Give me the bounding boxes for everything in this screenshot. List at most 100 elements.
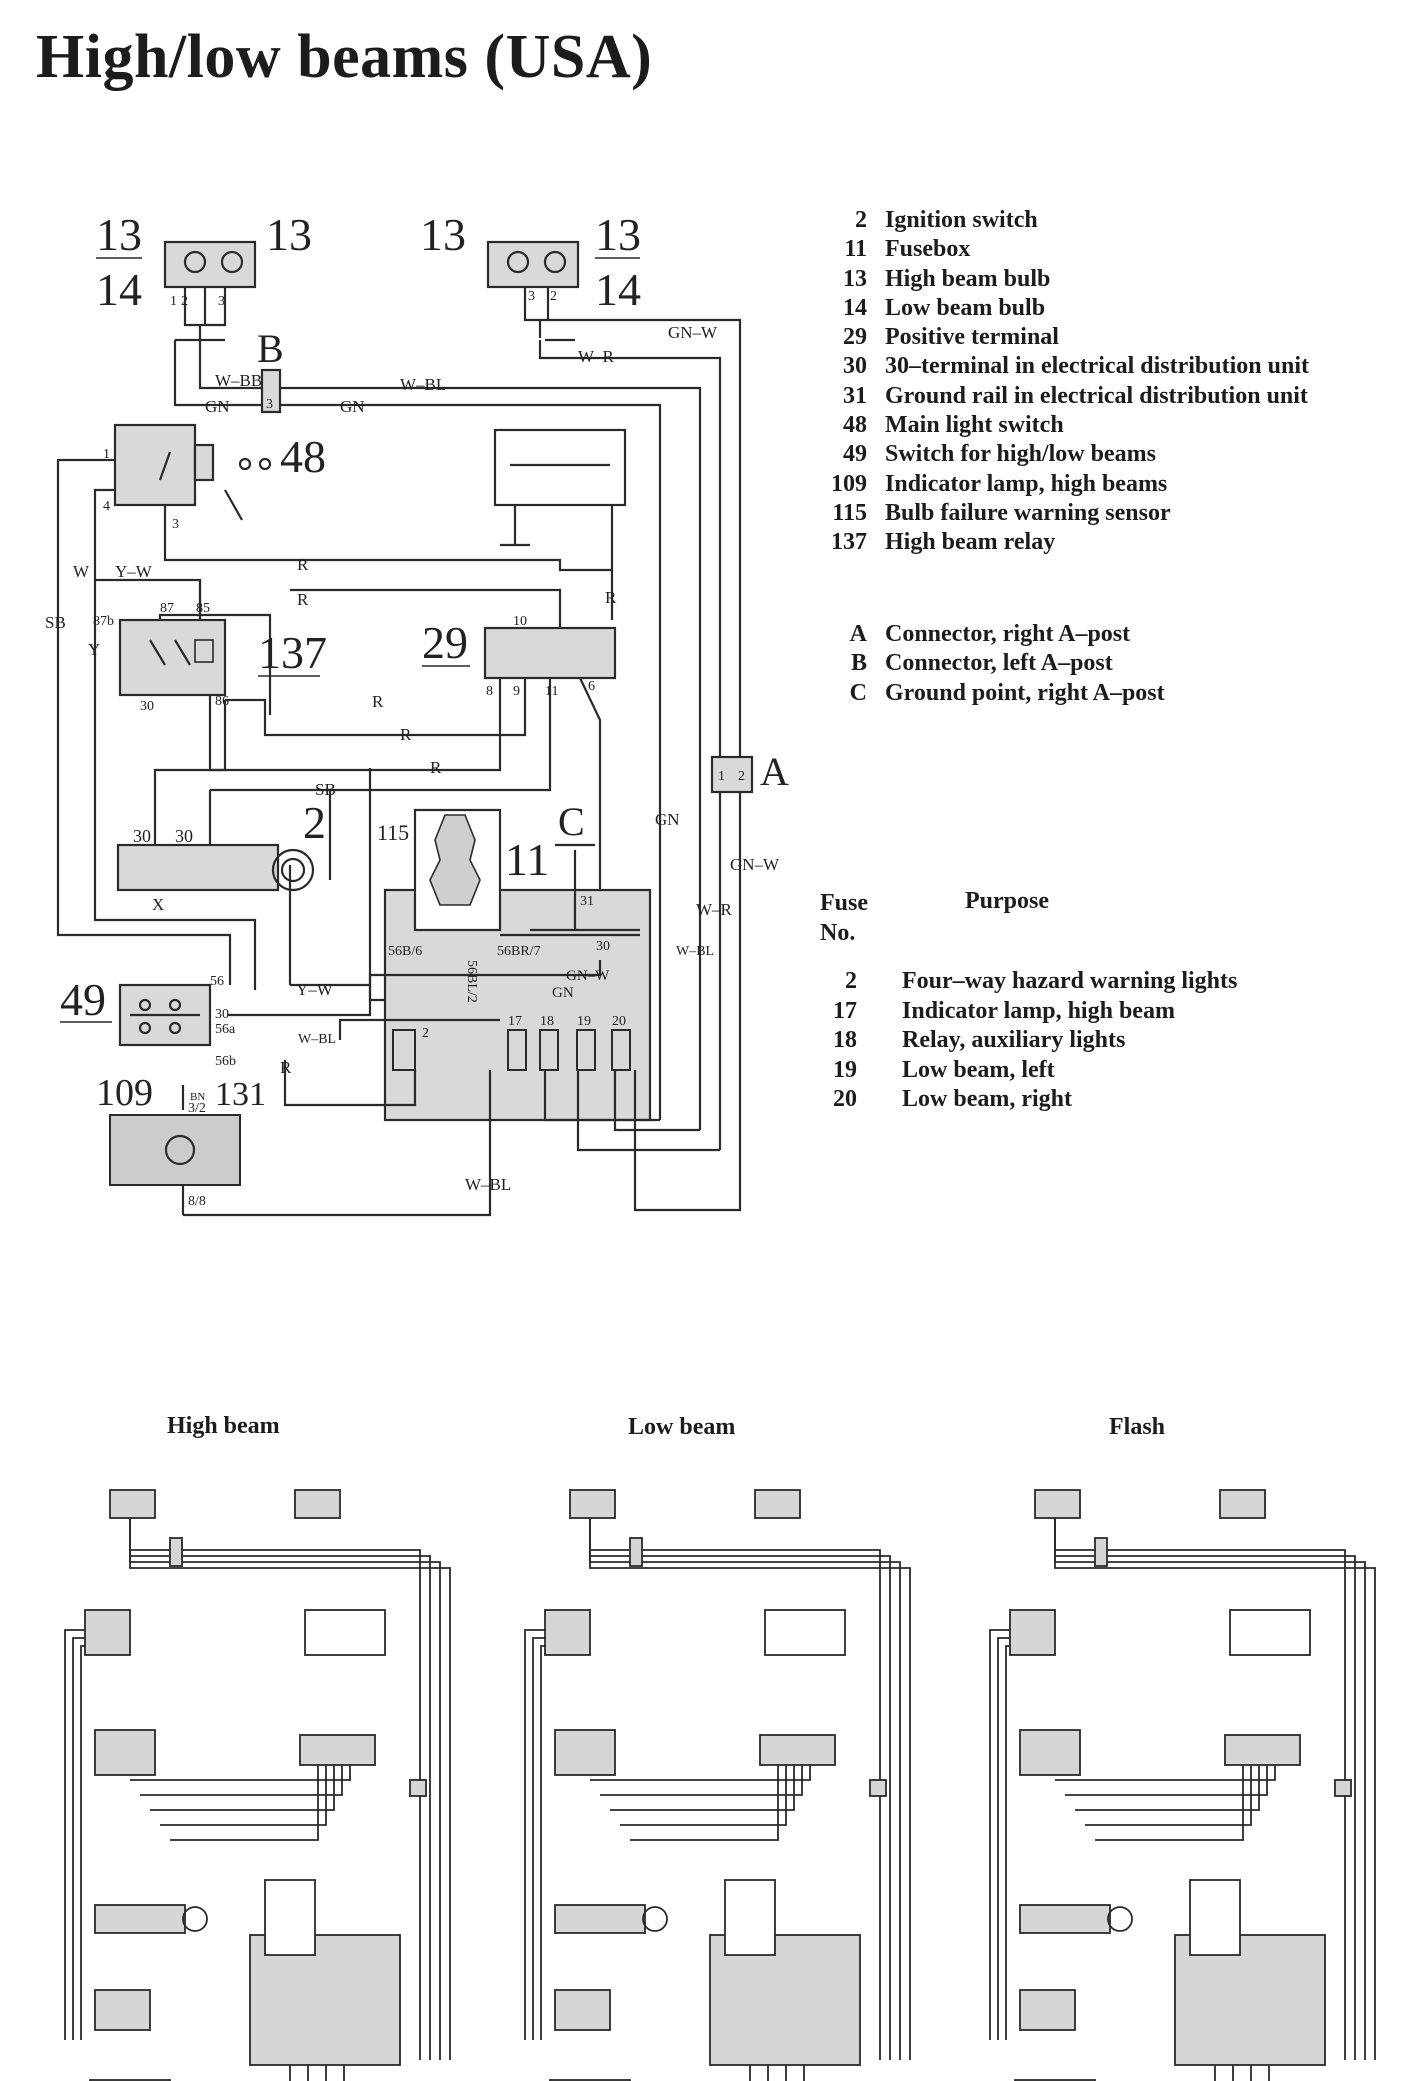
pin-label: 3 [528, 289, 535, 304]
pin-label: 85 [196, 601, 210, 616]
wire-label: R [605, 588, 617, 607]
wire-label: W–BL [400, 375, 446, 394]
mini-wire [767, 2065, 769, 2081]
pin-label: 2 [738, 769, 745, 784]
pin-label: 30 [133, 826, 151, 846]
fuse-col-label: Fuse [820, 890, 868, 916]
pin-label: 87 [160, 601, 174, 616]
legend-key: 29 [843, 324, 867, 351]
legend-key: 30 [843, 353, 867, 380]
mini-wire [170, 1765, 319, 1841]
wire-label: R [297, 555, 309, 574]
mini-wire [620, 1765, 787, 1826]
mini-wire [1005, 1645, 1010, 2040]
mini-diagrams [64, 1489, 1376, 2081]
ignition-switch [116, 843, 315, 892]
label-13d: 13 [595, 209, 641, 260]
mini-terminal-29 [1224, 1734, 1301, 1766]
wire-label: R [297, 590, 309, 609]
legend-key: 18 [833, 1027, 857, 1053]
mini-connector-a [869, 1779, 887, 1797]
mini-sensor [264, 1879, 316, 1956]
mini-title-flash: Flash [1109, 1414, 1166, 1440]
mini-dimmer-switch [1019, 1989, 1076, 2031]
wire-label: W–BL [676, 944, 714, 959]
mini-wire [610, 1765, 795, 1811]
mini-wire [1065, 1765, 1268, 1796]
pin-label: 4 [103, 499, 110, 514]
mini-wire [150, 1765, 335, 1811]
wire-label: GN [655, 810, 680, 829]
label-13c: 13 [420, 209, 466, 260]
mini-ignition [94, 1904, 186, 1934]
mini-wire [803, 2065, 805, 2081]
wire-label: SB [315, 780, 336, 799]
mini-fusebox [709, 1934, 861, 2066]
mini-light-switch [84, 1609, 131, 1656]
mini-wire [1232, 2065, 1234, 2081]
pin-label: 3 [218, 294, 225, 309]
legend-key: 137 [831, 529, 867, 556]
mini-ignition-key [1107, 1906, 1133, 1932]
label-137: 137 [258, 627, 327, 678]
label-131: 131 [215, 1076, 266, 1113]
pin-label: 3 [172, 517, 179, 532]
pin-label: 30 [596, 939, 610, 954]
wire-label: W–R [696, 900, 733, 919]
legend-text: Ground point, right A–post [885, 679, 1165, 706]
fusebox [383, 808, 652, 1122]
mini-wire [1055, 1765, 1276, 1781]
label-109: 109 [96, 1072, 153, 1114]
label-c: C [558, 799, 585, 844]
mini-wire [1085, 1765, 1252, 1826]
label-a: A [760, 749, 789, 794]
indicator-lamp [109, 1085, 241, 1215]
mini-wire [1095, 1765, 1244, 1841]
wire-label: GN [340, 397, 365, 416]
label-13b: 13 [266, 209, 312, 260]
pin-label: 17 [508, 1014, 522, 1029]
wire-label: GN–W [566, 968, 610, 984]
legend-key: 109 [831, 470, 867, 497]
mini-relay [94, 1729, 156, 1776]
mini-headlamp-right [294, 1489, 341, 1519]
pin-label: 19 [577, 1014, 591, 1029]
pin-label: 56B/6 [388, 944, 422, 959]
wire-label: W–BL [298, 1032, 336, 1047]
legend-key: 20 [833, 1086, 857, 1112]
mini-wire [589, 1518, 911, 2060]
legend-text: Connector, left A–post [885, 650, 1113, 677]
pin-label: 2 [181, 294, 188, 309]
dimmer-switch [118, 983, 212, 1047]
pin-label: BN [190, 1091, 205, 1103]
positive-terminal [483, 626, 617, 680]
wire-label: R [372, 692, 384, 711]
label-2: 2 [303, 797, 326, 848]
legend-text: Low beam bulb [885, 294, 1046, 321]
legend-key: 2 [845, 968, 857, 994]
pin-label: 30 [140, 699, 154, 714]
mini-fusebox [1174, 1934, 1326, 2066]
label-b: B [257, 326, 284, 371]
mini-headlamp-left [569, 1489, 616, 1519]
connector-a [710, 755, 754, 794]
mini-wire [1214, 2065, 1216, 2081]
legend-key: A [849, 621, 867, 647]
mini-wire [307, 2065, 309, 2081]
mini-wire [1054, 1518, 1376, 2060]
legend-key: B [850, 650, 867, 677]
headlamp-right [486, 240, 580, 342]
mini-fusebox [249, 1934, 401, 2066]
battery [493, 428, 627, 620]
headlamp-left [163, 240, 257, 342]
